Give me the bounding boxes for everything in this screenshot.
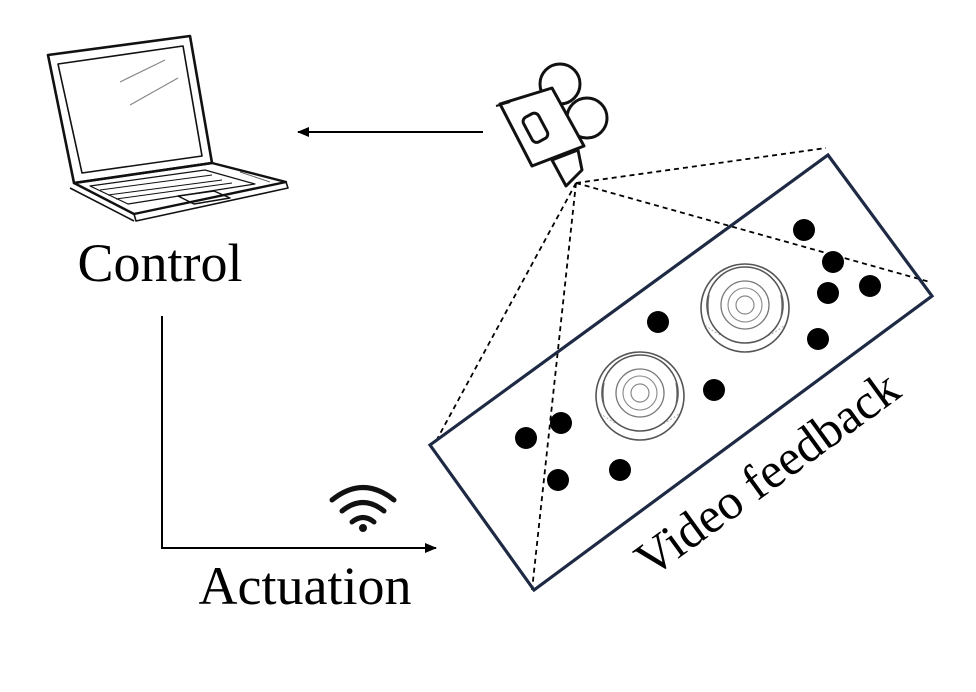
- actuation-label: Actuation: [199, 556, 412, 616]
- obstacle-markers: [515, 219, 881, 491]
- control-label: Control: [77, 233, 242, 293]
- obstacle: [807, 328, 829, 350]
- obstacle: [817, 282, 839, 304]
- wifi-icon: [329, 485, 397, 532]
- obstacle: [515, 427, 537, 449]
- robot-vacuum-icon: [595, 351, 685, 441]
- obstacle: [859, 275, 881, 297]
- obstacle: [609, 459, 631, 481]
- obstacle: [550, 412, 572, 434]
- obstacle: [547, 469, 569, 491]
- obstacle: [793, 219, 815, 241]
- robot-vacuum-icon: [700, 263, 790, 353]
- obstacle: [822, 251, 844, 273]
- actuation-arrow: [161, 316, 437, 553]
- laptop-icon: [46, 34, 289, 222]
- obstacle: [703, 379, 725, 401]
- arena-frame: [427, 152, 935, 593]
- video-camera-icon: [495, 62, 609, 188]
- obstacle: [647, 311, 669, 333]
- camera-view-cone: [434, 147, 931, 591]
